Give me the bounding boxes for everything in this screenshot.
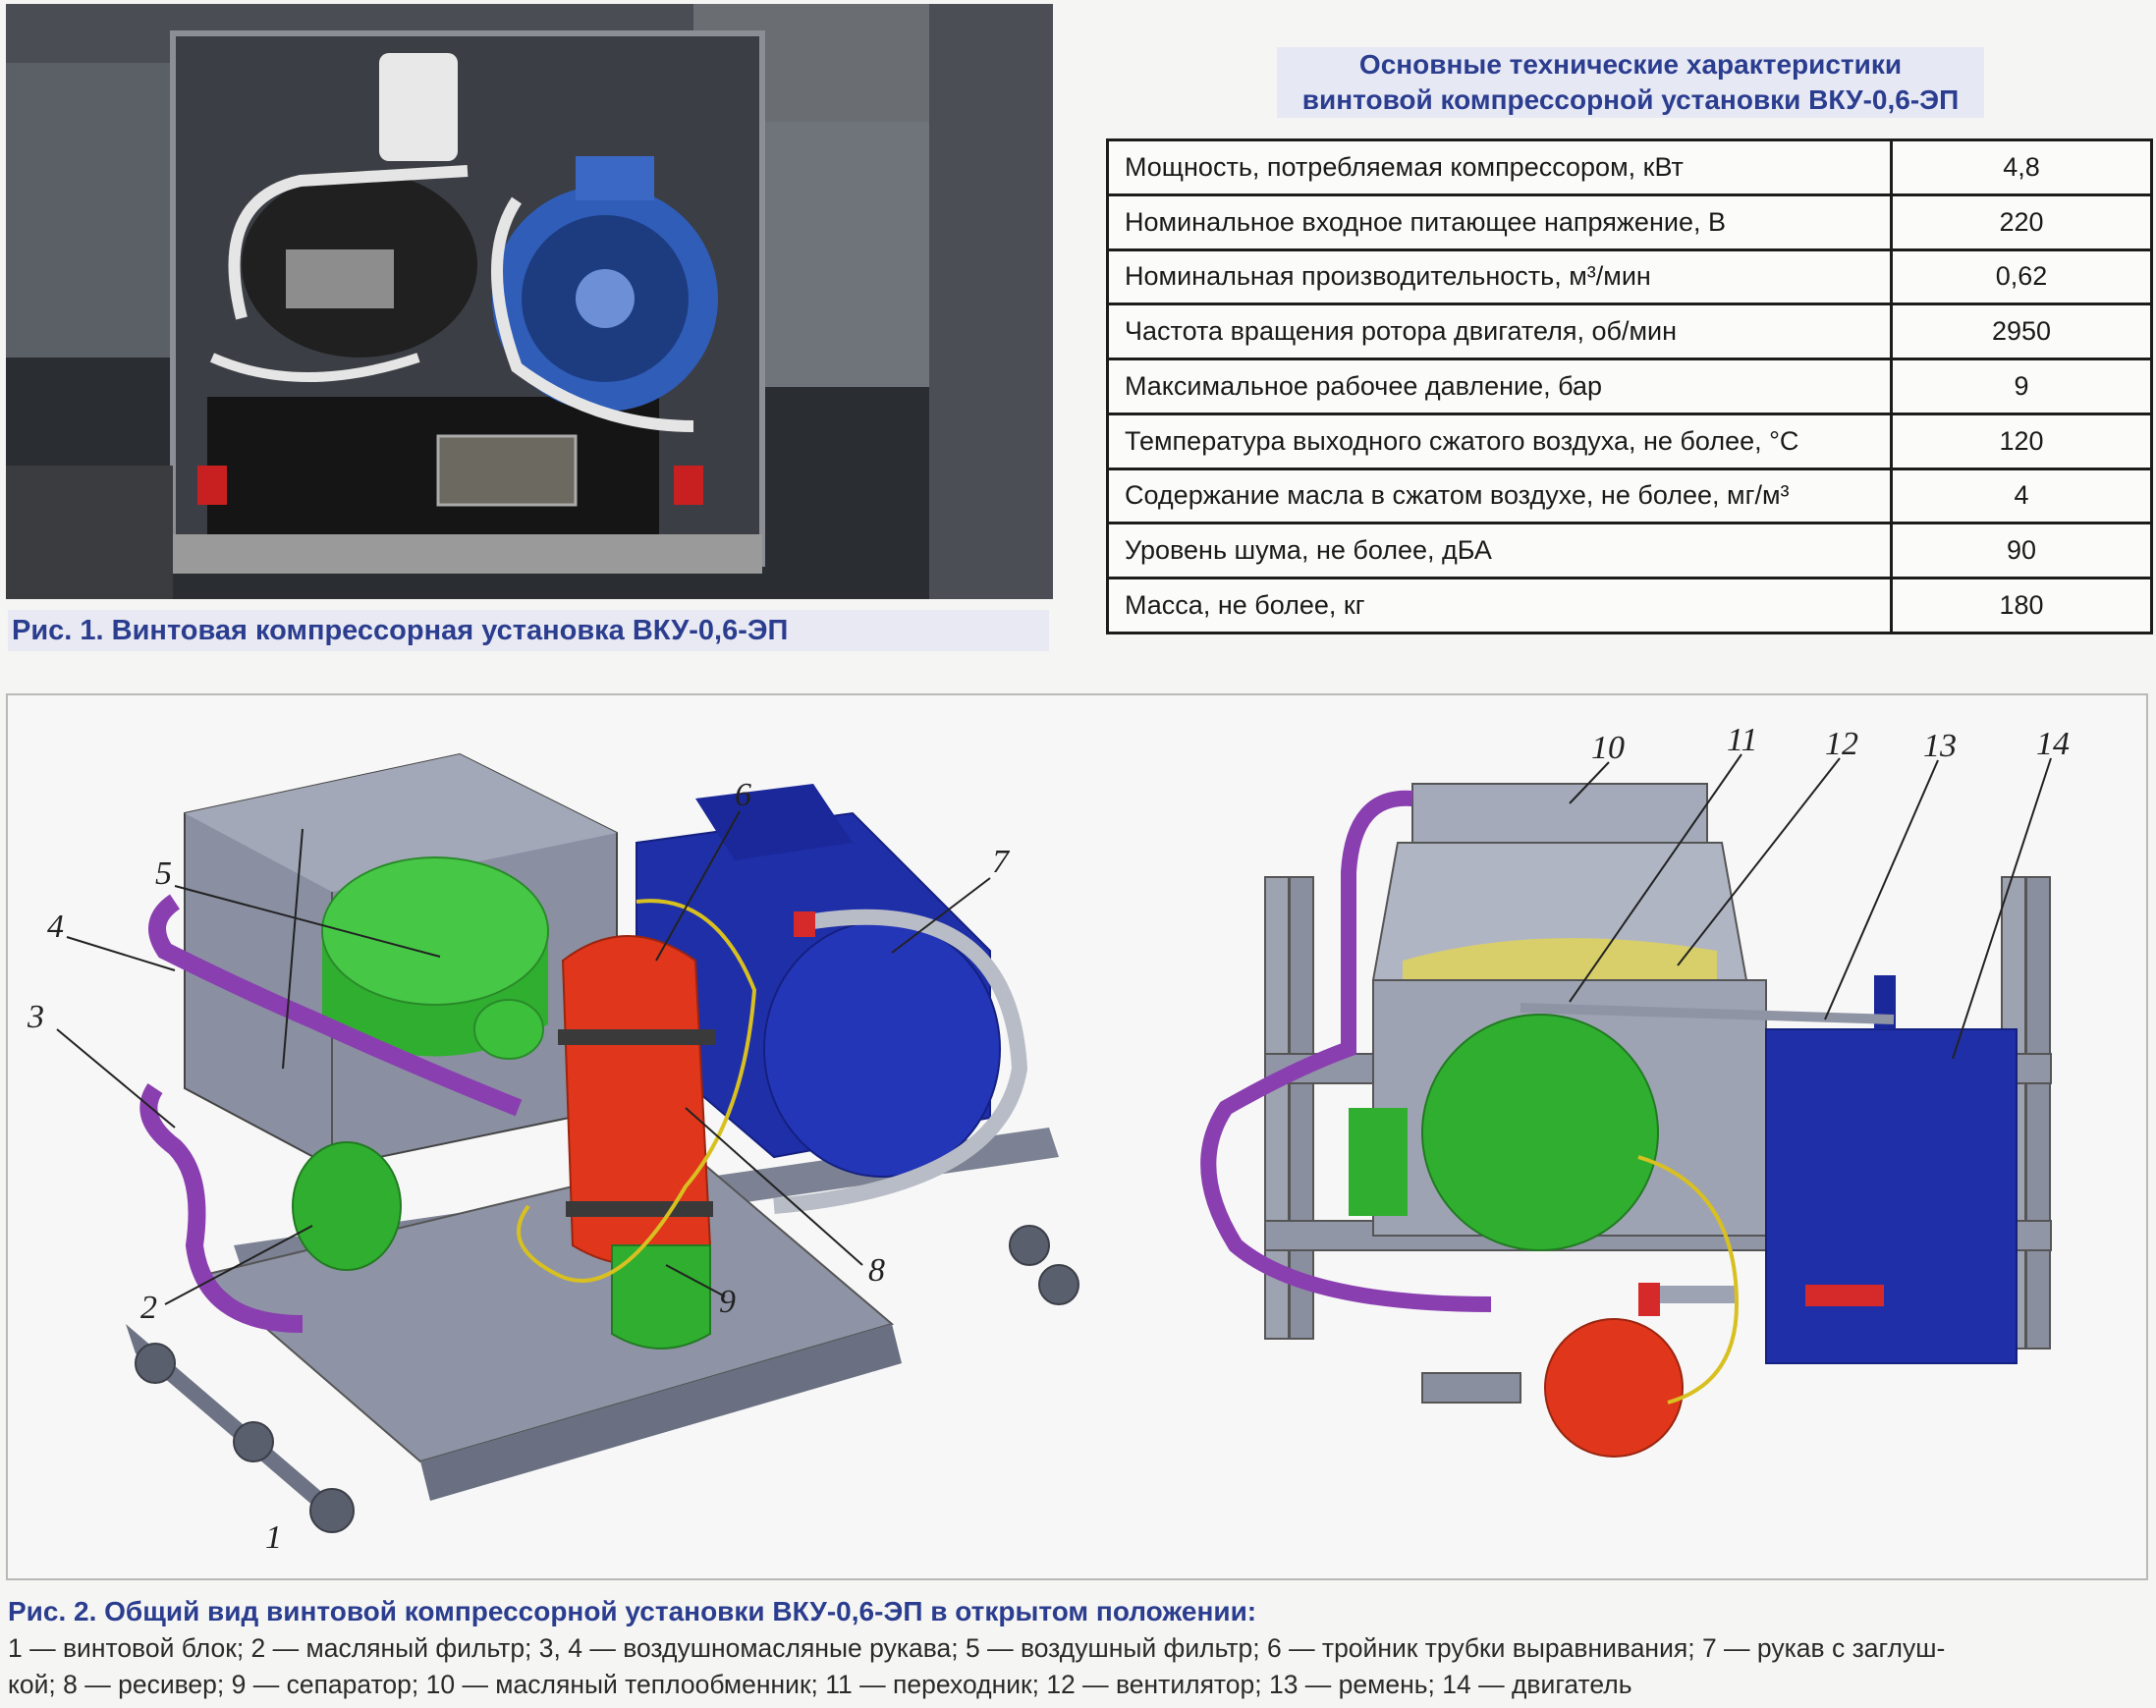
callout-1: 1 — [265, 1519, 282, 1556]
spec-label: Частота вращения ротора двигателя, об/ми… — [1106, 303, 1893, 361]
callout-3: 3 — [27, 999, 44, 1035]
spec-label: Уровень шума, не более, дБА — [1106, 522, 1893, 580]
leader-lines — [56, 753, 2052, 1305]
spec-label: Номинальная производительность, м³/мин — [1106, 248, 1893, 306]
callout-12: 12 — [1825, 726, 1858, 762]
callout-6: 6 — [735, 777, 751, 813]
isometric-view — [126, 752, 1079, 1533]
specs-title: Основные технические характеристики винт… — [1277, 47, 1984, 118]
spec-label: Содержание масла в сжатом воздухе, не бо… — [1106, 467, 1893, 525]
callout-4: 4 — [47, 909, 64, 945]
table-row: Содержание масла в сжатом воздухе, не бо… — [1106, 467, 2153, 525]
figure-1-caption: Рис. 1. Винтовая компрессорная установка… — [8, 610, 1049, 651]
table-row: Температура выходного сжатого воздуха, н… — [1106, 412, 2153, 470]
callout-2: 2 — [140, 1290, 157, 1326]
specs-title-line-1: Основные технические характеристики — [1358, 49, 1903, 80]
spec-value: 2950 — [1890, 303, 2153, 361]
spec-value: 4 — [1890, 467, 2153, 525]
callout-13: 13 — [1923, 728, 1957, 764]
callout-7: 7 — [992, 844, 1011, 880]
callout-9: 9 — [719, 1284, 736, 1320]
figure-2-caption: Рис. 2. Общий вид винтовой компрессорной… — [8, 1596, 1257, 1626]
compressor-drawings: 1 2 3 4 5 6 7 8 9 10 11 12 13 14 — [27, 722, 2070, 1556]
callout-14: 14 — [2036, 726, 2070, 762]
spec-value: 120 — [1890, 412, 2153, 470]
spec-label: Номинальное входное питающее напряжение,… — [1106, 193, 1893, 251]
table-row: Номинальное входное питающее напряжение,… — [1106, 193, 2153, 251]
spec-value: 0,62 — [1890, 248, 2153, 306]
table-row: Частота вращения ротора двигателя, об/ми… — [1106, 303, 2153, 361]
specs-title-line-2: винтовой компрессорной установки ВКУ-0,6… — [1301, 84, 1960, 115]
spec-label: Масса, не более, кг — [1106, 577, 1893, 634]
compressor-photo — [6, 4, 1053, 599]
spec-value: 9 — [1890, 358, 2153, 415]
callout-8: 8 — [868, 1252, 885, 1289]
legend-line-1: 1 — винтовой блок; 2 — масляный фильтр; … — [8, 1633, 1946, 1663]
spec-value: 220 — [1890, 193, 2153, 251]
table-row: Мощность, потребляемая компрессором, кВт… — [1106, 138, 2153, 196]
figure-2-legend: 1 — винтовой блок; 2 — масляный фильтр; … — [8, 1630, 2149, 1703]
front-view — [1200, 783, 2052, 1458]
callout-11: 11 — [1727, 722, 1757, 758]
spec-value: 90 — [1890, 522, 2153, 580]
legend-line-2: кой; 8 — ресивер; 9 — сепаратор; 10 — ма… — [8, 1670, 1632, 1699]
callout-5: 5 — [155, 855, 172, 892]
spec-label: Максимальное рабочее давление, бар — [1106, 358, 1893, 415]
spec-label: Мощность, потребляемая компрессором, кВт — [1106, 138, 1893, 196]
callout-10: 10 — [1591, 730, 1625, 766]
spec-label: Температура выходного сжатого воздуха, н… — [1106, 412, 1893, 470]
spec-value: 180 — [1890, 577, 2153, 634]
specs-table: Мощность, потребляемая компрессором, кВт… — [1106, 138, 2153, 634]
spec-value: 4,8 — [1890, 138, 2153, 196]
